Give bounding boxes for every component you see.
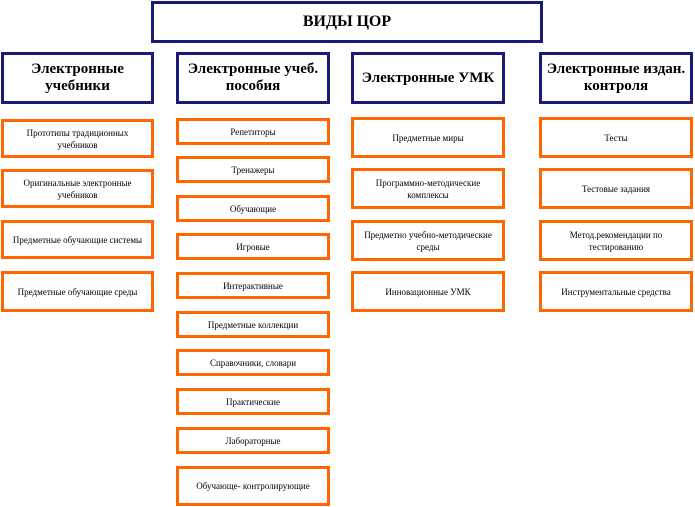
item-instrumental-tools: Инструментальные средства (539, 271, 693, 312)
category-control: Электронные издан. контроля (539, 52, 693, 104)
item-test-tasks: Тестовые задания (539, 168, 693, 209)
item-tests: Тесты (539, 117, 693, 158)
item-trainers: Тренажеры (176, 156, 330, 183)
item-reference-dictionaries: Справочники, словари (176, 349, 330, 376)
item-practical: Практические (176, 388, 330, 415)
item-games: Игровые (176, 233, 330, 260)
category-umk: Электронные УМК (351, 52, 505, 104)
item-methodical-environments: Предметно учебно-методические среды (351, 220, 505, 261)
item-teaching: Обучающие (176, 195, 330, 222)
item-prototype-textbooks: Прототипы традиционных учебников (1, 119, 154, 158)
item-tutors: Репетиторы (176, 118, 330, 145)
item-teaching-control: Обучающе- контролирующие (176, 466, 330, 506)
item-program-complexes: Программно-методические комплексы (351, 168, 505, 209)
item-method-recommendations: Метод.рекомендации по тестированию (539, 220, 693, 261)
item-original-textbooks: Оригинальные электронные учебников (1, 169, 154, 208)
item-subject-collections: Предметные коллекции (176, 311, 330, 338)
category-study-guides: Электронные учеб. пособия (176, 52, 330, 104)
diagram-title: ВИДЫ ЦОР (151, 1, 543, 43)
item-subject-worlds: Предметные миры (351, 117, 505, 158)
item-subject-environments: Предметные обучающие среды (1, 271, 154, 312)
item-innovative-umk: Инновационные УМК (351, 271, 505, 312)
item-subject-systems: Предметные обучающие системы (1, 220, 154, 259)
item-laboratory: Лабораторные (176, 427, 330, 454)
category-textbooks: Электронные учебники (1, 52, 154, 104)
item-interactive: Интерактивные (176, 272, 330, 299)
